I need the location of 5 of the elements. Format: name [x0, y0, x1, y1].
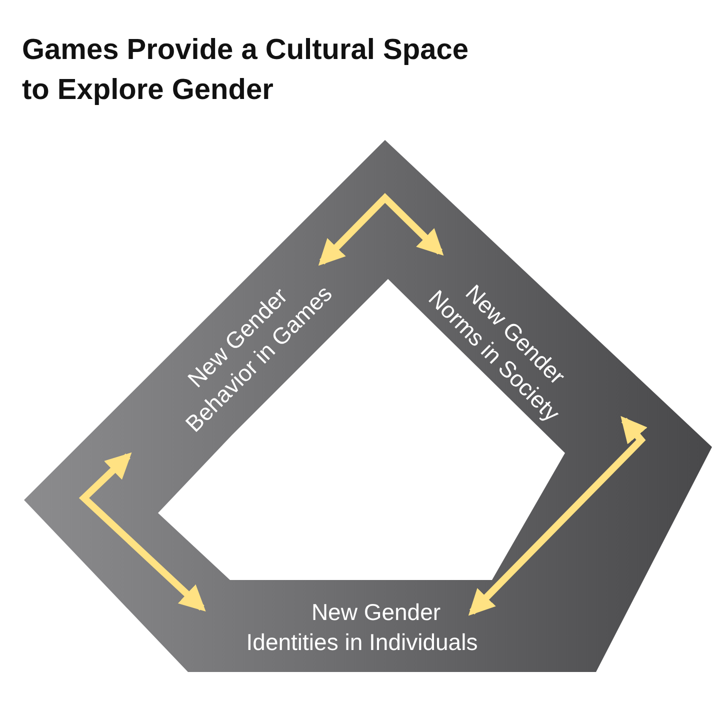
- node-label: New Gender Identities in Individuals: [245, 598, 479, 657]
- double-arrow: [468, 416, 648, 616]
- double-arrow: [78, 452, 206, 612]
- double-arrow: [318, 193, 444, 266]
- title: Games Provide a Cultural Space to Explore Gender: [22, 33, 470, 108]
